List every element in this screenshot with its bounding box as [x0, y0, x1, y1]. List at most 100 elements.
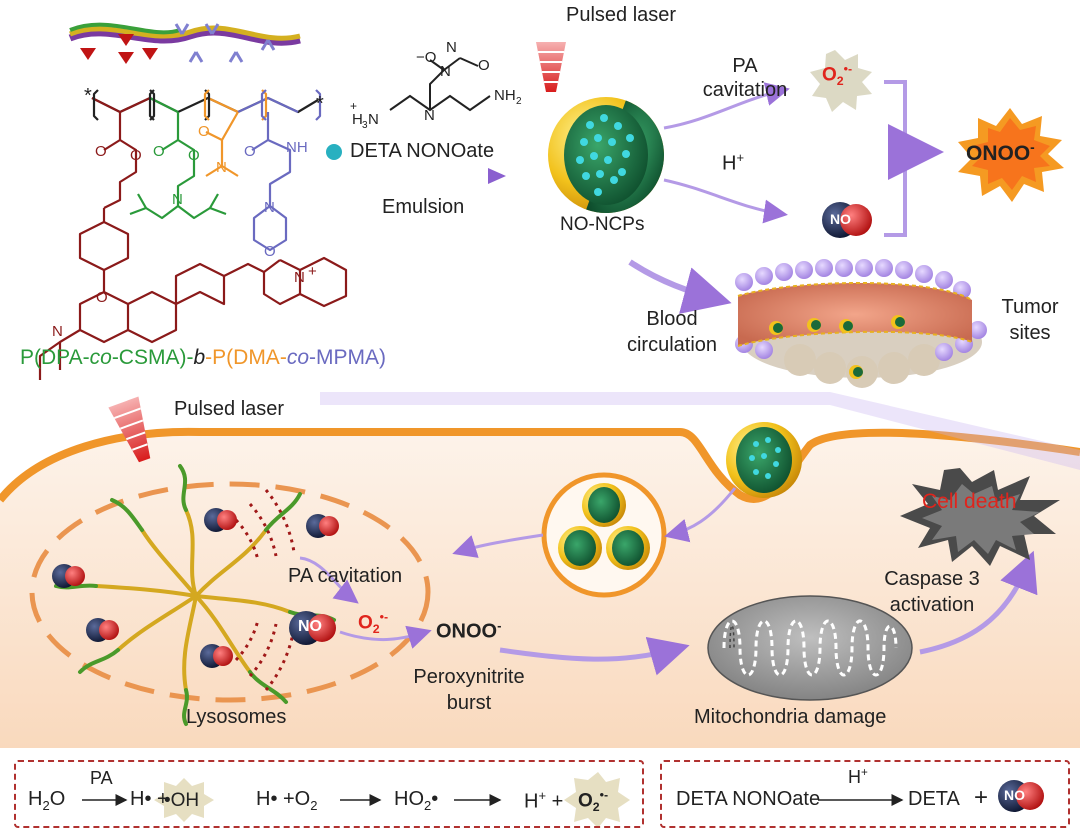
equation-box-right [660, 760, 1070, 828]
svg-text:O: O [96, 289, 108, 306]
superoxide-burst-top [810, 50, 872, 112]
peroxynitrite-burst-label: Peroxynitrite burst [404, 664, 534, 716]
polymer-structure [38, 89, 348, 380]
eq-part: •- [599, 788, 609, 802]
caspase-label: Caspase 3 activation [872, 566, 992, 618]
no-label-cell: NO [298, 618, 322, 635]
superoxide-label-cell: O2•- [358, 610, 388, 636]
tumor-line: sites [1009, 322, 1051, 344]
svg-text:O: O [198, 123, 210, 140]
svg-text:*: * [316, 93, 324, 115]
svg-text:NH: NH [494, 87, 516, 104]
svg-text:O: O [95, 143, 107, 160]
eq-h2o: H2O [28, 788, 65, 813]
eq-h-radical: H• + [130, 788, 169, 810]
lysosomes-label: Lysosomes [186, 706, 287, 728]
burst-line: Peroxynitrite [413, 666, 525, 688]
svg-text:+: + [308, 263, 317, 280]
eq-hplus: H+ + [524, 788, 563, 814]
svg-text:O: O [188, 147, 200, 164]
proton-label: H+ [722, 150, 744, 176]
tumor-line: Tumor [1001, 296, 1059, 318]
laser-icon-top [536, 42, 566, 92]
laser-label-cell: Pulsed laser [174, 398, 285, 420]
svg-text:N: N [424, 107, 435, 124]
svg-text:N: N [446, 39, 457, 56]
mitochondria-label: Mitochondria damage [694, 706, 887, 728]
caspase-line: Caspase 3 [884, 568, 980, 590]
polymer-name-part: -P(DMA- [205, 346, 287, 369]
oh-radical-burst [154, 778, 214, 822]
polymer-name-part: -MPMA) [309, 346, 386, 369]
blood-line: circulation [626, 334, 718, 356]
onoo-label-top: ONOO- [966, 140, 1035, 166]
svg-text:N: N [172, 191, 183, 208]
eq-plus: + [974, 784, 989, 811]
pa-cavitation-cell-label: PA cavitation [288, 565, 403, 587]
so-base: O [822, 64, 837, 86]
svg-text:N: N [368, 111, 379, 128]
eq-part: 2 [424, 798, 432, 813]
eq-part: HO [394, 788, 424, 810]
svg-text:3: 3 [362, 120, 368, 131]
eq-part: H [848, 767, 861, 787]
laser-label-top: Pulsed laser [566, 4, 677, 26]
eq-part: + [551, 790, 564, 813]
eq-deta: DETA [908, 788, 960, 810]
polymer-name-part: -CSMA)- [111, 346, 194, 369]
eq-superoxide: O2•- [578, 788, 608, 814]
svg-text:N: N [264, 199, 275, 216]
eq-part: O [578, 790, 593, 812]
eq-part: O [49, 788, 66, 810]
svg-text:H: H [352, 111, 363, 128]
svg-text:O: O [264, 243, 276, 260]
polymer-name-part: co [286, 346, 309, 369]
svg-text:N: N [440, 63, 451, 80]
emulsion-arrow [488, 168, 506, 184]
burst-line: burst [446, 692, 492, 714]
cell-death-label: Cell death [922, 490, 1017, 513]
eq-h-o2: H• +O2 [256, 788, 317, 813]
eq-oh: •OH [164, 790, 200, 811]
blood-vessel-icon [735, 259, 987, 388]
onoo-text: ONOO [436, 620, 498, 643]
svg-text:O: O [153, 143, 165, 160]
eq-part: H [524, 790, 539, 813]
eq-deta-nonoate: DETA NONOate [676, 788, 821, 810]
endocytosing-nanoparticle [726, 422, 802, 498]
so-sub: 2 [836, 74, 844, 89]
onoo-sup: - [497, 618, 502, 633]
svg-text:2: 2 [516, 96, 522, 107]
micelle-icon [54, 464, 336, 726]
polymer-name-part: co [89, 346, 112, 369]
svg-text:N: N [52, 323, 63, 340]
no-molecule-icon-eq [998, 780, 1044, 812]
onoo-sup: - [1030, 140, 1035, 155]
eq-part: H [28, 788, 43, 810]
laser-icon-cell [108, 396, 151, 463]
eq-part: 2 [42, 798, 50, 813]
pa-label-line: PA [732, 55, 758, 77]
cell-membrane [0, 427, 1080, 503]
mitochondrion-icon [707, 595, 913, 701]
so-sup: •- [379, 610, 389, 624]
svg-text:O: O [130, 147, 142, 164]
eq-part: H• +O [256, 788, 311, 810]
eq-part: + [861, 766, 868, 779]
eq-part: • [431, 788, 439, 810]
nanoparticle-icon [548, 97, 664, 213]
so-sub: 2 [372, 622, 380, 637]
nanoparticle-label: NO-NCPs [560, 214, 645, 235]
caspase-line: activation [889, 594, 975, 616]
so-sup: •- [843, 62, 853, 76]
svg-text:O: O [478, 57, 490, 74]
polymer-chain-backbone [68, 28, 301, 46]
pa-label-line: cavitation [702, 79, 788, 101]
svg-text:O: O [244, 143, 256, 160]
polymer-name-part: b [193, 346, 206, 369]
eq-pa: PA [90, 768, 113, 788]
svg-text:N: N [216, 159, 227, 176]
onoo-text: ONOO [966, 142, 1031, 165]
onoo-label-cell: ONOO- [436, 618, 501, 644]
equation-box-left [14, 760, 644, 828]
